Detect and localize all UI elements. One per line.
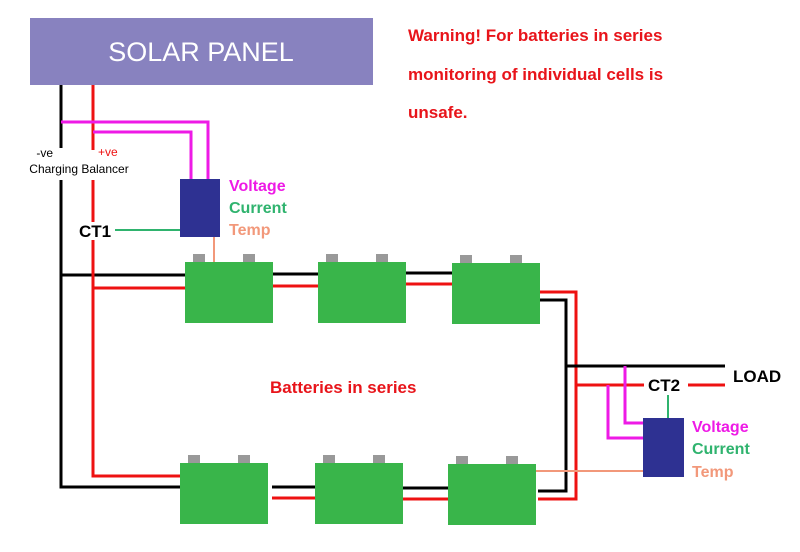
voltage-sense-wire-2a xyxy=(623,366,644,425)
warning-text: Warning! For batteries in series monitor… xyxy=(408,26,663,122)
load-label: LOAD xyxy=(733,367,781,386)
sensor-1-temp-label: Temp xyxy=(229,222,271,239)
voltage-sense-wire-1a xyxy=(61,120,210,180)
ct1-label: CT1 xyxy=(79,222,111,241)
positive-label: +ve xyxy=(98,145,118,159)
battery-body xyxy=(452,263,540,324)
voltage-sense-wire-1b xyxy=(93,130,193,180)
right-positive-wire xyxy=(538,290,578,501)
ct2-label: CT2 xyxy=(648,376,680,395)
sensor-2-box xyxy=(643,418,684,477)
battery-terminal xyxy=(460,255,472,263)
battery xyxy=(448,456,536,525)
battery xyxy=(452,255,540,324)
battery-body xyxy=(448,464,536,525)
sensor-2-temp-label: Temp xyxy=(692,464,734,481)
battery-terminal xyxy=(456,456,468,464)
battery-terminal xyxy=(188,455,200,463)
negative-label: -ve xyxy=(36,146,53,160)
warning-line-3: unsafe. xyxy=(408,103,468,122)
battery-terminal xyxy=(323,455,335,463)
battery-terminal xyxy=(510,255,522,263)
negative-wire xyxy=(59,180,185,489)
battery-terminal xyxy=(506,456,518,464)
battery-body xyxy=(180,463,268,524)
sensor-1-box xyxy=(180,179,220,237)
batteries-label: Batteries in series xyxy=(270,378,416,397)
battery xyxy=(318,254,406,323)
charging-balancer-label: Charging Balancer xyxy=(29,162,128,176)
battery-terminal xyxy=(326,254,338,262)
battery-body xyxy=(315,463,403,524)
battery-terminal xyxy=(238,455,250,463)
battery xyxy=(180,455,268,524)
voltage-sense-wire-2b xyxy=(606,385,644,440)
battery-terminal xyxy=(376,254,388,262)
warning-line-2: monitoring of individual cells is xyxy=(408,65,663,84)
battery-body xyxy=(185,262,273,323)
battery-group xyxy=(180,254,540,525)
solar-panel-label: SOLAR PANEL xyxy=(108,37,294,67)
battery xyxy=(315,455,403,524)
sensor-1-current-label: Current xyxy=(229,200,287,217)
sensor-2-current-label: Current xyxy=(692,441,750,458)
battery-terminal xyxy=(243,254,255,262)
right-negative-wire xyxy=(538,298,568,493)
positive-wire xyxy=(91,240,180,478)
battery-terminal xyxy=(373,455,385,463)
battery-terminal xyxy=(193,254,205,262)
sensor-1-voltage-label: Voltage xyxy=(229,178,286,195)
sensor-2-voltage-label: Voltage xyxy=(692,419,749,436)
battery-body xyxy=(318,262,406,323)
solar-panel xyxy=(30,18,373,85)
warning-line-1: Warning! For batteries in series xyxy=(408,26,662,45)
battery xyxy=(185,254,273,323)
